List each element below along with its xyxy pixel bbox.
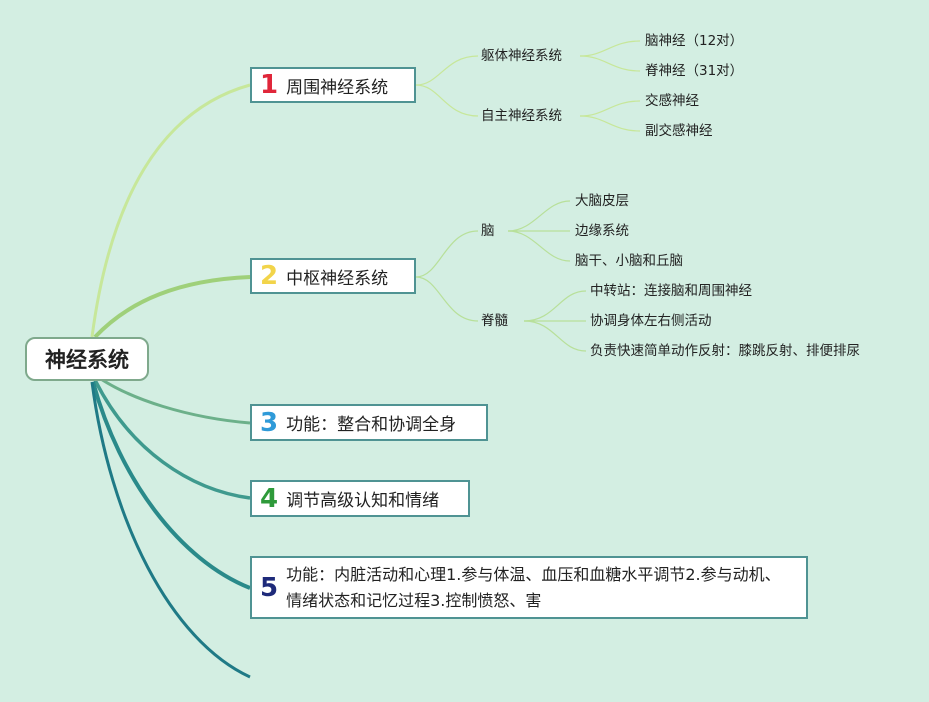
sub-line-2b: [415, 276, 479, 322]
topic-label-4: 调节高级认知和情绪: [286, 491, 440, 511]
topic-number-3: 3: [260, 407, 279, 438]
leaf-1-1-1[interactable]: 脑神经（12对）: [645, 33, 744, 49]
branch-line-2: [93, 275, 251, 339]
topic-node-1[interactable]: 1 周围神经系统: [250, 67, 416, 103]
leaf-line-2a1: [507, 200, 571, 232]
branch-line-3: [94, 373, 251, 425]
topic-number-2: 2: [260, 261, 279, 291]
leaf-1-1-2[interactable]: 脊神经（31对）: [645, 63, 744, 79]
root-label: 神经系统: [45, 348, 129, 372]
subtopic-1-1[interactable]: 躯体神经系统: [481, 48, 562, 64]
leaf-line-1b2: [579, 115, 641, 132]
leaf-2-1-2[interactable]: 边缘系统: [575, 223, 629, 239]
topic-node-2[interactable]: 2 中枢神经系统: [250, 258, 416, 294]
leaf-2-1-3[interactable]: 脑干、小脑和丘脑: [575, 253, 683, 269]
root-node[interactable]: 神经系统: [25, 337, 149, 381]
sub-line-1a: [415, 55, 479, 86]
leaf-2-2-2[interactable]: 协调身体左右侧活动: [590, 313, 712, 329]
leaf-2-2-3[interactable]: 负责快速简单动作反射：膝跳反射、排便排尿: [590, 343, 860, 359]
topic-label-3: 功能：整合和协调全身: [286, 415, 457, 435]
topic-node-5[interactable]: 5 功能：内脏活动和心理1.参与体温、血压和血糖水平调节2.参与动机、情绪状态和…: [250, 556, 808, 619]
leaf-1-2-1[interactable]: 交感神经: [645, 93, 699, 109]
subtopic-2-2[interactable]: 脊髓: [481, 313, 508, 329]
topic-label-2: 中枢神经系统: [286, 268, 389, 289]
leaf-2-1-1[interactable]: 大脑皮层: [575, 193, 629, 209]
sub-line-1b: [415, 84, 479, 117]
sub-line-2a: [415, 230, 479, 278]
subtopic-2-1[interactable]: 脑: [481, 223, 495, 239]
leaf-1-2-2[interactable]: 副交感神经: [645, 123, 713, 139]
leaf-line-1a1: [579, 40, 641, 57]
branch-line-6: [90, 381, 251, 679]
topic-number-1: 1: [260, 70, 279, 100]
leaf-line-2b1: [523, 290, 587, 322]
topic-number-5: 5: [260, 572, 279, 603]
leaf-line-1b1: [579, 100, 641, 117]
leaf-line-2a3: [507, 230, 571, 262]
topic-node-4[interactable]: 4 调节高级认知和情绪: [250, 480, 470, 517]
branch-line-1: [90, 83, 251, 338]
topic-number-4: 4: [260, 483, 279, 514]
branch-line-5: [91, 381, 251, 590]
topic-label-5: 功能：内脏活动和心理1.参与体温、血压和血糖水平调节2.参与动机、情绪状态和记忆…: [286, 564, 781, 610]
branch-line-4: [93, 379, 251, 500]
topic-node-3[interactable]: 3 功能：整合和协调全身: [250, 404, 488, 441]
leaf-line-1a2: [579, 55, 641, 72]
leaf-2-2-1[interactable]: 中转站：连接脑和周围神经: [590, 283, 752, 299]
leaf-line-2b3: [523, 320, 587, 352]
topic-label-1: 周围神经系统: [286, 77, 389, 98]
subtopic-1-2[interactable]: 自主神经系统: [481, 108, 562, 124]
